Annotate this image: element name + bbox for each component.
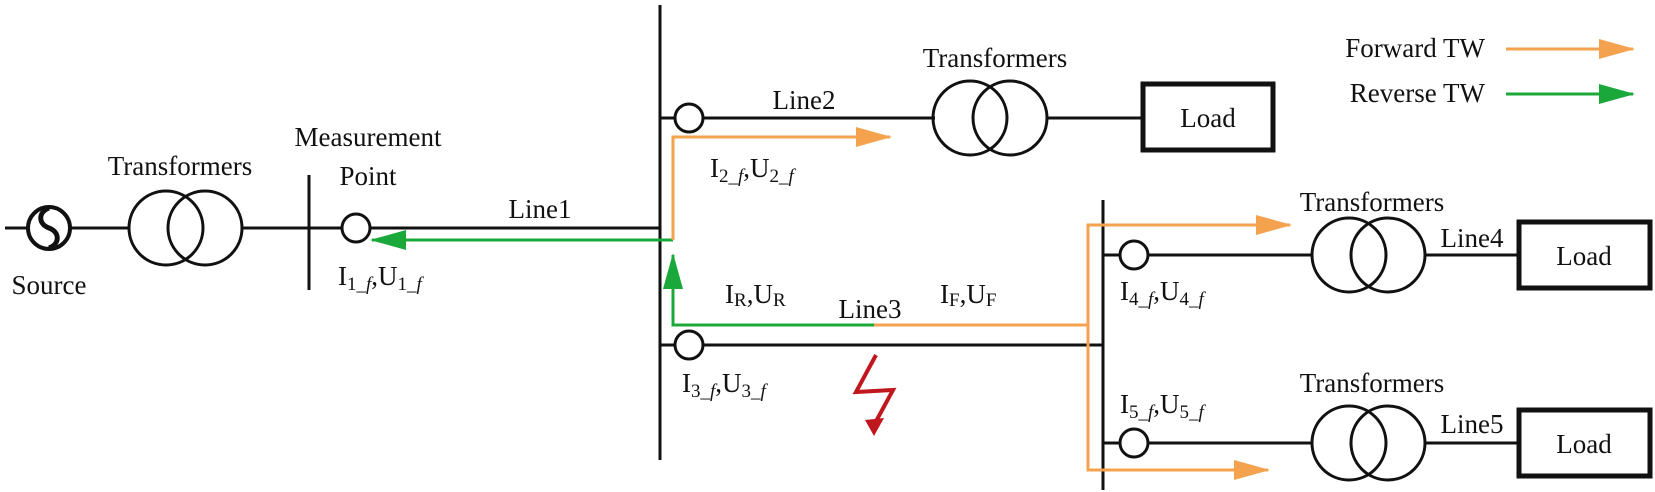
load-4-box: Load	[1516, 219, 1653, 291]
meas-4-label: I4_f,U4_f	[1120, 276, 1207, 310]
lightning-fault-icon	[852, 354, 897, 426]
transformer-icon	[1310, 216, 1427, 294]
forward-tw-path-line4	[1086, 215, 1292, 325]
measurement-label-line2: Point	[339, 161, 397, 191]
measurement-circle-icon	[673, 329, 705, 361]
legend: Forward TW Reverse TW	[1345, 33, 1635, 108]
legend-forward-label: Forward TW	[1345, 33, 1485, 63]
line-3-label: Line3	[839, 294, 902, 324]
load-4-label: Load	[1556, 241, 1612, 271]
transformer-icon	[931, 79, 1049, 157]
forward-tw-label: IF,UF	[940, 279, 996, 311]
ac-source-icon	[26, 205, 72, 251]
transformers-5-label: Transformers	[1300, 368, 1445, 398]
meas-3-label: I3_f,U3_f	[682, 368, 769, 402]
measurement-circle-icon	[1118, 427, 1150, 459]
forward-tw-path-line2	[671, 127, 892, 240]
transformer-icon	[127, 189, 244, 267]
load-5-box: Load	[1516, 407, 1653, 479]
measurement-label-line1: Measurement	[295, 122, 442, 152]
transformers-main-label: Transformers	[108, 151, 253, 181]
load-5-label: Load	[1556, 429, 1612, 459]
measurement-circle-icon	[673, 102, 705, 134]
transformers-2-label: Transformers	[923, 43, 1068, 73]
line-2-label: Line2	[773, 85, 836, 115]
reverse-tw-path	[663, 253, 874, 327]
legend-reverse-label: Reverse TW	[1350, 78, 1486, 108]
line-4-label: Line4	[1441, 223, 1504, 253]
measurement-circle-icon	[1118, 239, 1150, 271]
meas-5-label: I5_f,U5_f	[1120, 389, 1207, 423]
source-label: Source	[12, 270, 87, 300]
source-group: Source	[5, 205, 130, 300]
load-2-box: Load	[1140, 81, 1276, 153]
meas-1-label: I1_f,U1_f	[338, 261, 425, 295]
transformer-icon	[1310, 404, 1427, 482]
forward-tw-path-line5	[1086, 325, 1270, 480]
line-5-label: Line5	[1441, 409, 1504, 439]
meas-2-label: I2_f,U2_f	[710, 153, 797, 187]
reverse-tw-label: IR,UR	[725, 279, 786, 311]
line-1-label: Line1	[509, 194, 572, 224]
measurement-circle-icon	[340, 212, 372, 244]
load-2-label: Load	[1180, 103, 1236, 133]
transformers-4-label: Transformers	[1300, 187, 1445, 217]
